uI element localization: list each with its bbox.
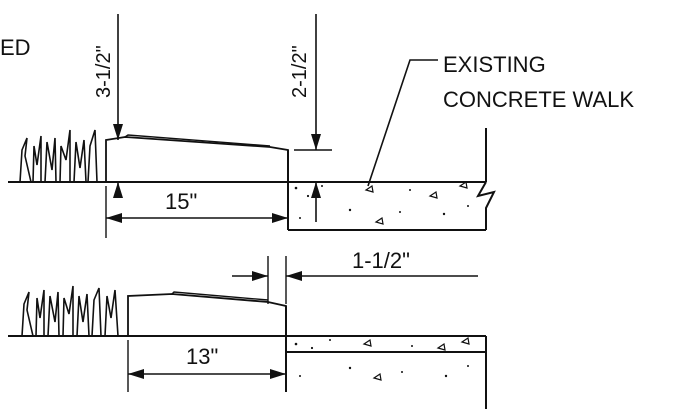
upper-detail: 3-1/2" 2-1/2" 15" EXISTING CONCRETE WALK… bbox=[0, 14, 634, 238]
callout-line1: EXISTING bbox=[443, 52, 546, 77]
threshold-wedge-lower bbox=[127, 293, 287, 336]
dimension-upper-width: 15" bbox=[105, 186, 288, 238]
dimension-upper-rise: 3-1/2" bbox=[93, 14, 123, 198]
callout-line2: CONCRETE WALK bbox=[443, 87, 634, 112]
dimension-lower-width: 13" bbox=[127, 340, 286, 392]
gap-label: 1-1/2" bbox=[352, 248, 410, 273]
concrete-walk-slab-lower bbox=[285, 306, 487, 409]
callout-leader bbox=[367, 59, 438, 187]
upper-rise-label: 3-1/2" bbox=[93, 45, 115, 98]
grass-icon bbox=[21, 285, 119, 337]
grass-icon bbox=[19, 129, 98, 183]
walk-drop-label: 2-1/2" bbox=[289, 45, 311, 98]
threshold-wedge-upper bbox=[105, 136, 289, 182]
dimension-walk-drop: 2-1/2" bbox=[289, 14, 332, 222]
dimension-gap: 1-1/2" bbox=[232, 248, 478, 304]
upper-width-label: 15" bbox=[165, 189, 197, 214]
lower-detail: 1-1/2" 13" bbox=[8, 248, 487, 409]
concrete-walk-slab bbox=[287, 128, 496, 231]
lower-width-label: 13" bbox=[186, 344, 218, 369]
partial-label: ED bbox=[0, 35, 31, 60]
